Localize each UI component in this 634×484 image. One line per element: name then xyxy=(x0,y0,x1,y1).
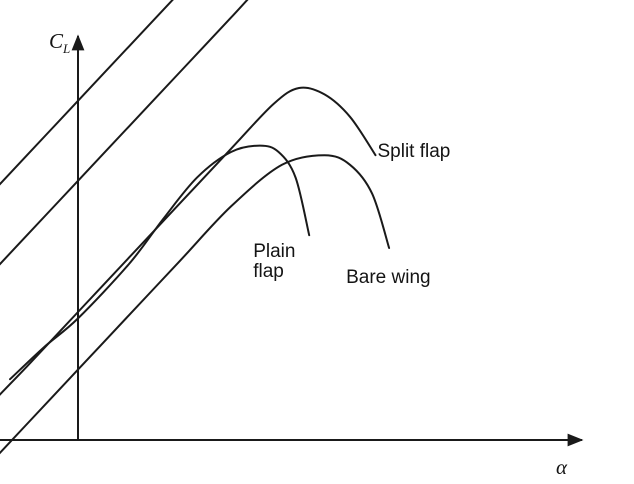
label-layer: Fowler flapSlotted flapSplit flapPlainfl… xyxy=(253,141,451,288)
label-line-bare-wing-0: Bare wing xyxy=(346,267,431,288)
axes xyxy=(0,34,584,447)
series-line-fowler-flap xyxy=(0,0,174,186)
series-line-plain-flap xyxy=(9,144,311,381)
label-bare-wing: Bare wing xyxy=(346,267,431,288)
y-axis-label-main: C xyxy=(49,29,64,53)
series-line-bare-wing xyxy=(0,154,391,455)
label-split-flap: Split flap xyxy=(378,141,451,162)
label-line-split-flap-0: Split flap xyxy=(378,141,451,162)
series-layer xyxy=(0,0,391,455)
label-line-plain-flap-1: flap xyxy=(253,261,284,282)
series-line-split-flap xyxy=(0,86,377,396)
label-line-plain-flap-0: Plain xyxy=(253,241,295,262)
y-axis-label-sub: L xyxy=(62,41,70,56)
x-axis-label: α xyxy=(556,455,568,479)
y-axis-label: CL xyxy=(49,29,70,56)
series-line-slotted-flap xyxy=(0,0,249,266)
